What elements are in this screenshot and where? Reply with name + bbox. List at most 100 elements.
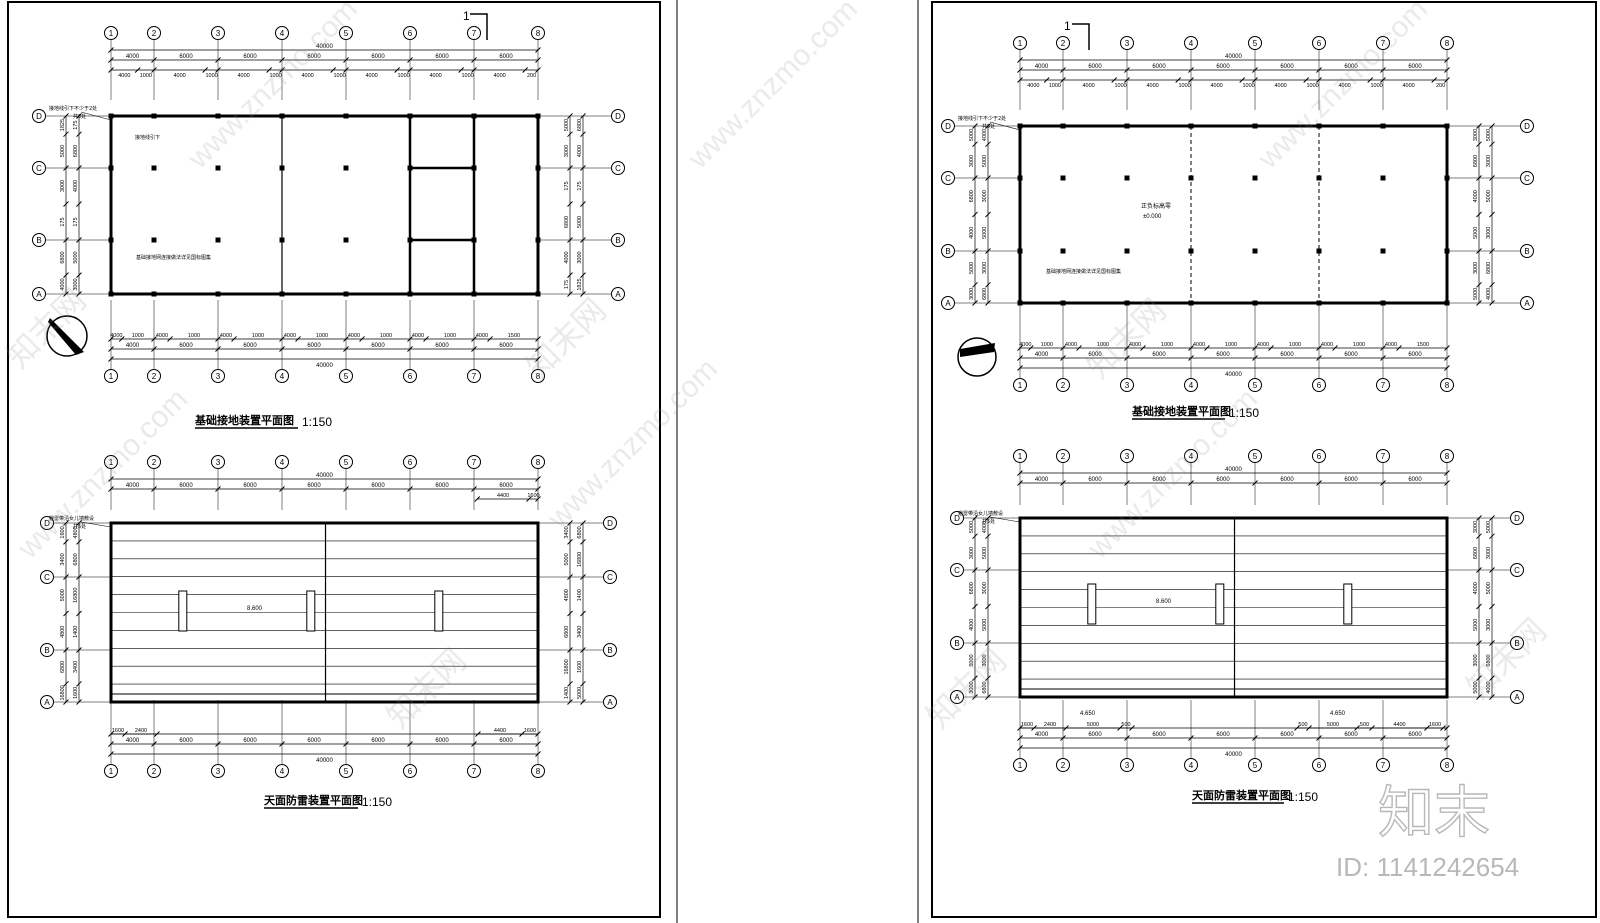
dim-bay-bottom-tick bbox=[1124, 355, 1130, 361]
dim-bay-bottom-tick bbox=[535, 741, 541, 747]
roof-vent-box bbox=[306, 590, 316, 632]
dim-detail-label: 4000 bbox=[1146, 83, 1158, 89]
dim-side-right-b-tick bbox=[1489, 567, 1495, 573]
dim-side-label: 5000 bbox=[1486, 582, 1492, 594]
plan-title: 基础接地装置平面图 bbox=[1131, 404, 1231, 418]
axis-number-bubble-label: 2 bbox=[1061, 761, 1066, 770]
dim-detail-bottom-label: 2400 bbox=[1044, 722, 1056, 728]
column-post bbox=[1060, 123, 1066, 129]
dim-detail-label: 4000 bbox=[1082, 83, 1094, 89]
dim-bay-bottom-tick bbox=[279, 741, 285, 747]
dim-bay-bottom-tick bbox=[1252, 735, 1258, 741]
axis-number-bubble-label: 3 bbox=[1125, 39, 1130, 48]
plan-scale: 1:150 bbox=[1229, 406, 1259, 420]
axis-number-bubble-label: 6 bbox=[408, 29, 413, 38]
axis-letter-bubble bbox=[40, 643, 54, 657]
axis-letter-bubble-label: A bbox=[615, 290, 621, 299]
right-plan-a-title: 基础接地装置平面图 1:150 bbox=[1131, 404, 1259, 420]
dim-side-left-b-tick bbox=[76, 574, 82, 580]
right-sheet-border bbox=[931, 1, 1597, 918]
dim-total-label-bottom: 40000 bbox=[316, 758, 333, 764]
dim-bay-bottom-tick bbox=[1444, 355, 1450, 361]
dim-detail-label: 1600 bbox=[527, 493, 539, 499]
dim-detail-bottom-label: 5000 bbox=[1087, 722, 1099, 728]
dim-side-right-b-tick bbox=[1489, 640, 1495, 646]
dim-detail-label: 1000 bbox=[1242, 83, 1254, 89]
axis-number-bubble-label: 2 bbox=[152, 767, 157, 776]
dim-side-right-a-tick bbox=[1476, 533, 1482, 540]
dim-side-label: 4000 bbox=[60, 278, 66, 290]
axis-letter-bubble-label: C bbox=[954, 566, 960, 575]
dim-bay-bottom-tick bbox=[535, 346, 541, 352]
dim-side-label: 1600 bbox=[60, 526, 66, 538]
dim-side-right-a-tick bbox=[1476, 640, 1482, 646]
dim-detail-bottom-label: 5000 bbox=[1327, 722, 1339, 728]
axis-letter-bubble bbox=[1510, 636, 1524, 650]
dim-bay-label: 6000 bbox=[179, 483, 193, 489]
dim-detail-label: 4000 bbox=[1027, 83, 1039, 89]
dim-side-left-a-tick bbox=[972, 300, 978, 306]
dim-detail-tick bbox=[526, 496, 532, 502]
dim-bay-bottom-label: 6000 bbox=[1344, 732, 1358, 738]
dim-side-left-b-tick bbox=[76, 131, 82, 138]
dim-bay-tick bbox=[1316, 480, 1322, 486]
watermark-brand: 知末网 bbox=[919, 641, 1014, 736]
dim-side-right-b-tick bbox=[1489, 694, 1495, 700]
axis-number-bubble bbox=[531, 764, 545, 778]
axis-letter-bubble-label: C bbox=[1514, 566, 1520, 575]
dim-side-left-b-tick bbox=[985, 533, 991, 540]
column-post bbox=[215, 113, 221, 119]
dim-detail-label: 1000 bbox=[269, 73, 281, 79]
axis-number-bubble-label: 4 bbox=[1189, 39, 1194, 48]
dim-bay-bottom-tick bbox=[1380, 735, 1386, 741]
dim-side-label: 1600 bbox=[73, 687, 79, 699]
section-marker-label: 1 bbox=[463, 9, 470, 23]
dim-side-label: 175 bbox=[564, 280, 570, 289]
dim-detail-tick bbox=[535, 336, 541, 342]
dim-side-right-b-tick bbox=[580, 680, 586, 687]
dim-side-label: 5000 bbox=[60, 589, 66, 601]
dim-side-label: 3000 bbox=[1486, 155, 1492, 167]
dim-detail-label: 1000 bbox=[1289, 342, 1301, 348]
dim-bay-tick bbox=[1060, 480, 1066, 486]
dim-side-label: 3000 bbox=[1473, 262, 1479, 274]
dim-detail-tick bbox=[1396, 345, 1402, 351]
axis-number-bubble-label: 6 bbox=[1317, 381, 1322, 390]
left-sheet-border bbox=[7, 1, 661, 918]
axis-number-bubble-label: 1 bbox=[1018, 381, 1023, 390]
dim-bay-bottom-tick bbox=[108, 741, 114, 747]
axis-letter-bubble-label: B bbox=[615, 236, 620, 245]
plan-scale: 1:150 bbox=[362, 795, 392, 809]
dim-side-label: 3000 bbox=[1486, 227, 1492, 239]
dim-detail-label: 4000 bbox=[1338, 83, 1350, 89]
dim-detail-bottom-tick bbox=[1129, 725, 1135, 731]
axis-letter-bubble bbox=[32, 233, 46, 247]
axis-letter-bubble bbox=[1520, 119, 1534, 133]
dim-detail-tick bbox=[215, 67, 221, 73]
axis-number-bubble bbox=[339, 455, 353, 469]
axis-letter-bubble-label: B bbox=[1514, 639, 1519, 648]
dim-detail-label: 1000 bbox=[1353, 342, 1365, 348]
axis-number-bubble-label: 4 bbox=[1189, 381, 1194, 390]
column-post bbox=[343, 165, 349, 171]
axis-number-bubble-label: 4 bbox=[280, 372, 285, 381]
axis-number-bubble-label: 5 bbox=[1253, 761, 1258, 770]
dim-detail-bottom-label: 1600 bbox=[1021, 722, 1033, 728]
dim-side-label: 5000 bbox=[1473, 619, 1479, 631]
axis-letter-bubble bbox=[941, 171, 955, 185]
roof-vent-box bbox=[1087, 583, 1097, 625]
axis-number-bubble bbox=[211, 369, 225, 383]
dim-bay-tick bbox=[1188, 480, 1194, 486]
dim-detail-label: 4000 bbox=[493, 73, 505, 79]
dim-side-right-a-tick bbox=[567, 291, 573, 297]
dim-detail-label: 1000 bbox=[1161, 342, 1173, 348]
north-arrow-icon bbox=[46, 315, 88, 357]
dim-side-left-b-tick bbox=[985, 300, 991, 306]
dim-side-label: 6800 bbox=[60, 251, 66, 263]
dim-detail-label: 1000 bbox=[1097, 342, 1109, 348]
dim-bay-bottom-label: 6000 bbox=[1344, 352, 1358, 358]
dim-side-right-a-tick bbox=[567, 165, 573, 171]
axis-number-bubble-label: 5 bbox=[344, 372, 349, 381]
axis-number-bubble-label: 3 bbox=[216, 767, 221, 776]
dim-bay-bottom-tick bbox=[1017, 355, 1023, 361]
